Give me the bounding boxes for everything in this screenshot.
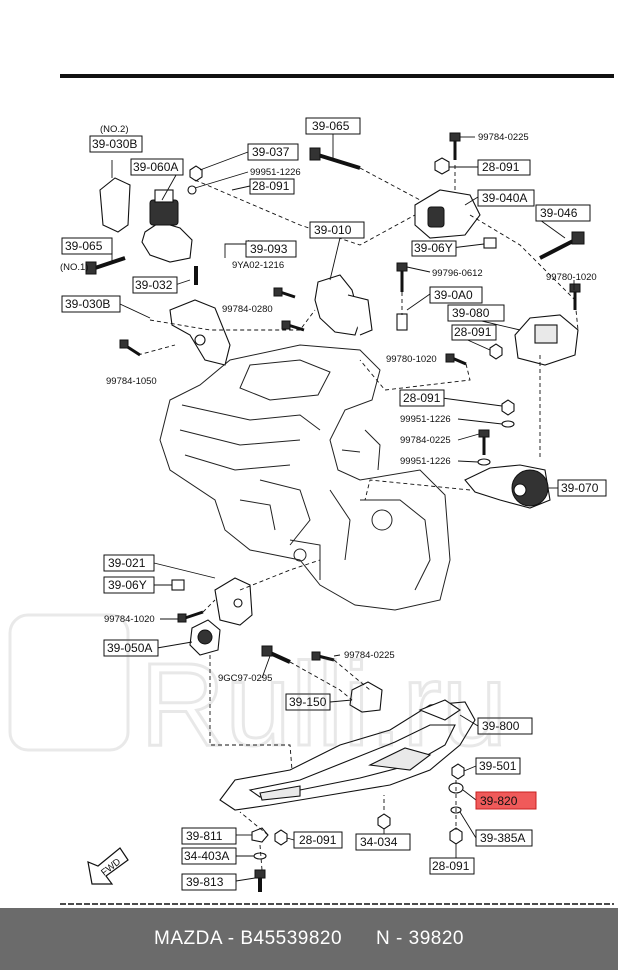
mount-no1-bracket-illustration <box>169 299 231 366</box>
watermark: Rulli.ru <box>8 613 509 773</box>
label-99784-1020: 99784-1020 <box>104 614 155 625</box>
mount-no2-illustration <box>99 177 193 263</box>
assembly-lines <box>137 165 579 871</box>
top-rule <box>60 74 614 78</box>
label-99780-1020-b: 99780-1020 <box>386 354 437 365</box>
label-99784-0280: 99784-0280 <box>222 304 273 315</box>
label-9ya02-1216: 9YA02-1216 <box>232 260 284 271</box>
footer-bar: MAZDA - B45539820 N - 39820 <box>0 908 618 970</box>
fwd-arrow: FWD <box>87 847 129 885</box>
label-34-034: 34-034 <box>360 835 398 849</box>
label-39-385a: 39-385A <box>480 831 525 845</box>
mount-39040a-illustration <box>414 189 481 239</box>
label-28-091-b: 28-091 <box>482 160 520 174</box>
crossmember-illustration <box>219 699 476 811</box>
watermark-text: Rulli.ru <box>140 639 507 771</box>
label-99784-1050: 99784-1050 <box>106 376 157 387</box>
exploded-parts-diagram: (NO.2) 39-030B 39-060A 39-037 99951-1226… <box>8 74 614 905</box>
label-39-080: 39-080 <box>452 306 490 320</box>
label-39-021: 39-021 <box>108 556 146 570</box>
label-99796-0612: 99796-0612 <box>432 268 483 279</box>
callout-labels: (NO.2) 39-030B 39-060A 39-037 99951-1226… <box>60 117 607 891</box>
label-28-091-f: 28-091 <box>432 859 470 873</box>
label-39-065-left: 39-065 <box>65 239 103 253</box>
label-99951-1226-c: 99951-1226 <box>400 456 451 467</box>
bracket-39021-illustration <box>214 577 253 626</box>
label-99784-0225-a: 99784-0225 <box>478 132 529 143</box>
label-99951-1226-a: 99951-1226 <box>250 167 301 178</box>
label-39-032: 39-032 <box>135 278 173 292</box>
label-39-040a: 39-040A <box>482 191 527 205</box>
label-39-046: 39-046 <box>540 206 578 220</box>
label-39-030b-lower: 39-030B <box>65 297 110 311</box>
label-39-811: 39-811 <box>186 829 223 843</box>
label-39-813: 39-813 <box>186 875 224 889</box>
label-39-820: 39-820 <box>480 794 518 808</box>
label-28-091-a: 28-091 <box>252 179 290 193</box>
label-34-403a: 34-403A <box>184 849 229 863</box>
label-28-091-e: 28-091 <box>299 833 337 847</box>
fasteners <box>85 132 585 892</box>
label-39-070: 39-070 <box>561 481 599 495</box>
label-39-065-top: 39-065 <box>312 119 350 133</box>
label-39-050a: 39-050A <box>107 641 152 655</box>
label-no2: (NO.2) <box>100 124 129 135</box>
mount-39070-illustration <box>464 464 551 509</box>
label-99780-1020-a: 99780-1020 <box>546 272 597 283</box>
label-39-501: 39-501 <box>479 759 517 773</box>
bracket-39150-illustration <box>349 681 383 713</box>
label-39-800: 39-800 <box>482 719 520 733</box>
label-28-091-c: 28-091 <box>454 325 492 339</box>
mount-39050a-illustration <box>189 619 221 656</box>
label-39-030b-upper: 39-030B <box>92 137 137 151</box>
label-39-06y-b: 39-06Y <box>108 578 147 592</box>
label-99951-1226-b: 99951-1226 <box>400 414 451 425</box>
bracket-39010-illustration <box>314 274 373 336</box>
highlight-39-820 <box>475 791 537 810</box>
label-99784-0225-b: 99784-0225 <box>400 435 451 446</box>
watermark-logo-icon <box>8 613 130 752</box>
label-39-093: 39-093 <box>250 242 288 256</box>
label-99784-0225-c: 99784-0225 <box>344 650 395 661</box>
footer-number: N - 39820 <box>376 928 464 949</box>
label-39-060a: 39-060A <box>133 160 178 174</box>
label-39-150: 39-150 <box>289 695 327 709</box>
label-39-037: 39-037 <box>252 145 290 159</box>
label-no1: (NO.1) <box>60 262 89 273</box>
engine-block-illustration <box>159 344 451 611</box>
label-39-0a0: 39-0A0 <box>434 288 473 302</box>
mount-39080-illustration <box>514 314 579 366</box>
label-39-010: 39-010 <box>314 223 352 237</box>
label-9gc97-0295: 9GC97-0295 <box>218 673 272 684</box>
label-28-091-d: 28-091 <box>403 391 441 405</box>
footer-brand: MAZDA - B45539820 <box>154 928 343 949</box>
label-39-06y-a: 39-06Y <box>414 241 453 255</box>
